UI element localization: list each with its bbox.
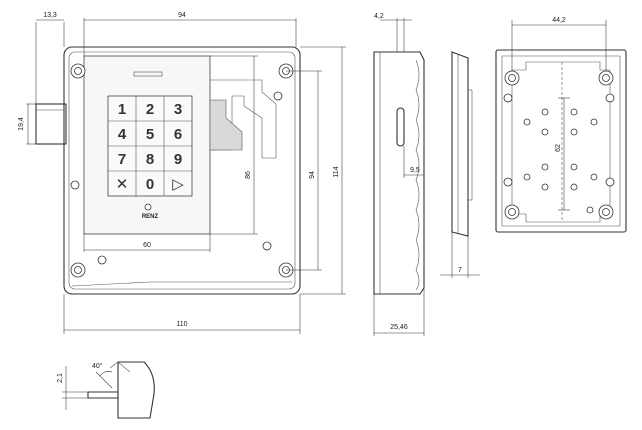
dim-height-total: 114 [333,166,340,177]
key-2: 2 [146,101,154,118]
bolt [35,103,67,145]
dim-side-slot-offset: 9,5 [410,167,420,174]
back-mounting-holes [503,70,615,220]
side-grip-profile [415,59,420,291]
detail-bolt [87,391,119,399]
key-cancel: ✕ [116,176,129,193]
mechanism-outline [210,79,277,159]
key-3: 3 [174,101,182,118]
thin-dimensions: 7 [440,232,480,278]
key-4: 4 [118,126,127,143]
bolt-detail: 2,1 40° [57,361,155,419]
key-0: 0 [146,176,154,193]
housing-bottom-edge [71,281,292,287]
dim-height-inner: 86 [245,171,252,179]
key-5: 5 [146,126,154,143]
back-inner-outline [501,55,621,227]
indicator-slot [133,71,163,77]
brand-logo: RENZ [142,203,159,220]
detail-dimensions: 2,1 40° [57,362,103,410]
thin-view: 7 [440,51,480,278]
mechanism-shadow [209,99,243,151]
back-small-holes [523,108,598,191]
key-7: 7 [118,151,126,168]
dim-detail-angle: 40° [92,362,103,370]
dim-bolt-offset: 13,3 [43,12,57,19]
back-housing [495,49,627,233]
keypad-lines [108,96,192,196]
dim-side-depth-total: 25,46 [390,324,408,331]
dim-thin-thickness: 7 [458,267,462,274]
key-9: 9 [174,151,182,168]
detail-housing [117,361,155,419]
key-6: 6 [174,126,182,143]
dim-side-top-offset: 4,2 [374,13,384,20]
side-dimensions: 4,2 9,5 25,46 [373,13,425,336]
back-frame [511,61,611,223]
key-enter: ▷ [172,176,184,193]
front-view: 1 2 3 4 5 6 7 8 9 ✕ 0 ▷ RENZ [18,12,346,334]
thin-plate [451,51,469,237]
dim-keypad-width: 60 [143,242,151,249]
dim-height-mid: 94 [309,171,316,179]
side-view: 4,2 9,5 25,46 [373,13,425,336]
dim-width-top: 94 [178,12,186,19]
front-dimensions: 13,3 94 19,4 60 86 94 114 [18,12,346,334]
detail-bevel [109,361,131,373]
keypad-keys: 1 2 3 4 5 6 7 8 9 ✕ 0 ▷ [116,101,185,193]
housing-inner-outline [68,51,296,290]
dim-bolt-height: 19,4 [18,117,25,131]
key-1: 1 [118,101,126,118]
dim-back-hole-spacing-v: 62 [555,144,562,152]
dim-width-total: 110 [176,321,187,328]
housing-outline [63,46,301,295]
brand-name: RENZ [142,214,159,220]
dim-detail-bolt-tip: 2,1 [57,373,64,383]
back-view: 44,2 62 [495,17,627,233]
dim-back-hole-spacing-h: 44,2 [552,17,566,24]
key-8: 8 [146,151,154,168]
side-slot [396,107,405,147]
back-dimensions: 44,2 62 [511,17,607,211]
